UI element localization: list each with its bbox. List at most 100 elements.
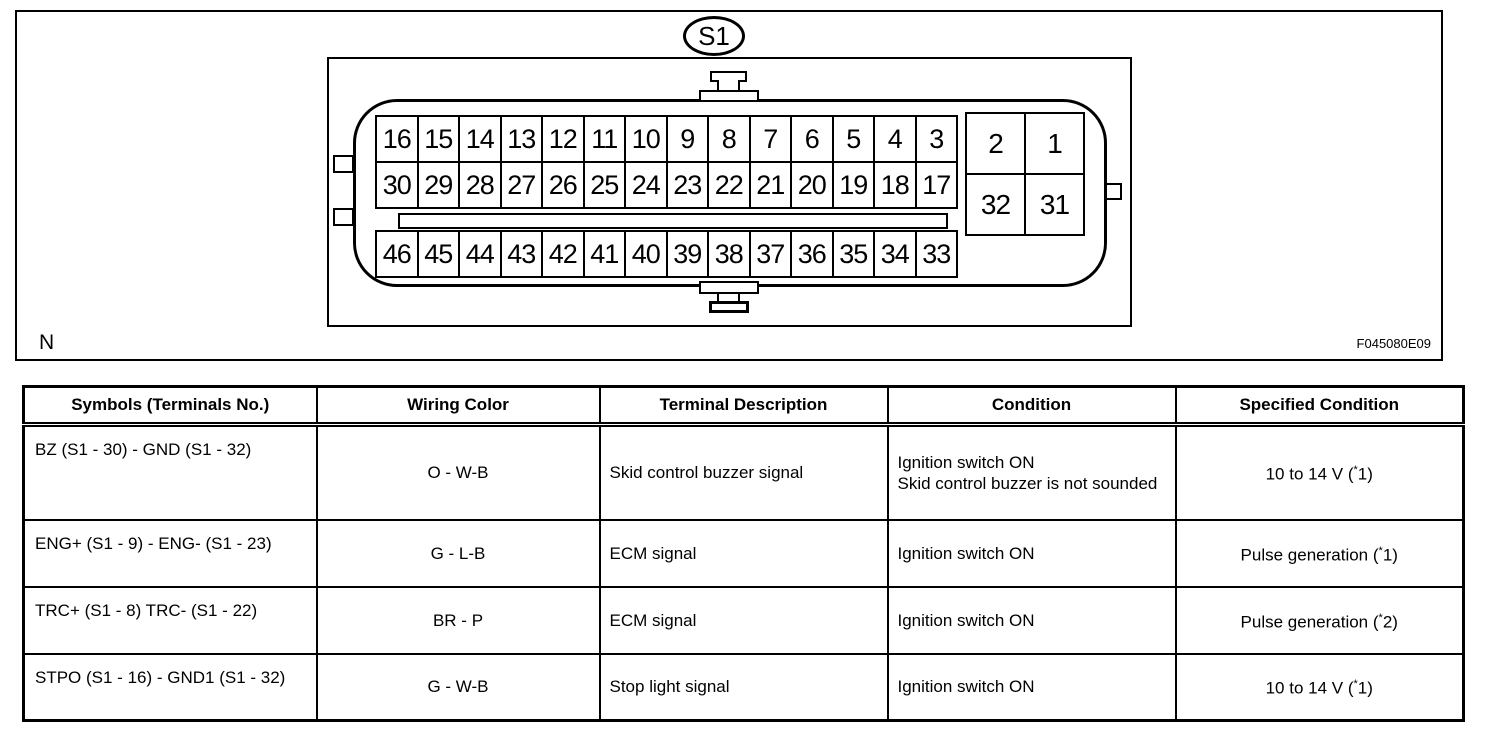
pin-number: 10 (626, 117, 668, 161)
cell-wiring_color: O - W-B (315, 423, 601, 521)
pin-number: 19 (834, 163, 875, 207)
pin-number: 45 (419, 232, 460, 276)
side-tab-left-lower (333, 208, 354, 226)
cell-specified_condition: 10 to 14 V (*1) (1174, 652, 1465, 722)
side-tab-right (1105, 183, 1122, 200)
connector-id-badge: S1 (683, 16, 745, 56)
cell-terminal_description: ECM signal (598, 518, 889, 588)
cell-condition: Ignition switch ON Skid control buzzer i… (886, 423, 1177, 521)
pin-row-aux-bottom: 32 31 (967, 173, 1083, 234)
pin-number: 37 (751, 232, 792, 276)
pin-number: 2 (967, 114, 1026, 173)
cell-specified_condition: Pulse generation (*2) (1174, 585, 1465, 655)
pin-number: 30 (377, 163, 419, 207)
latch-top-stem (717, 80, 740, 92)
cell-terminal_description: Skid control buzzer signal (598, 423, 889, 521)
latch-bottom-bar (709, 301, 749, 313)
pin-number: 17 (922, 170, 951, 200)
pin-number: 35 (834, 232, 875, 276)
column-header: Symbols (Terminals No.) (22, 385, 318, 427)
pin-number: 43 (502, 232, 543, 276)
pin-number: 21 (751, 163, 792, 207)
pin-number: 33 (922, 239, 951, 269)
pin-number: 6 (792, 117, 834, 161)
column-header: Specified Condition (1174, 385, 1465, 427)
cell-wiring_color: G - L-B (315, 518, 601, 588)
cell-specified_condition: Pulse generation (*1) (1174, 518, 1465, 588)
pin-number: 29 (419, 163, 460, 207)
pin-number: 3 (929, 124, 944, 154)
pin-number: 23 (668, 163, 709, 207)
note-label: N (39, 331, 55, 354)
cell-condition: Ignition switch ON (886, 518, 1177, 588)
pin-number: 26 (543, 163, 585, 207)
pin-number: 1 (1047, 128, 1063, 159)
pin-number: 22 (709, 163, 751, 207)
pin-number: 41 (585, 232, 626, 276)
pin-number: 4 (875, 117, 917, 161)
latch-bottom-stem (717, 292, 740, 303)
pin-number: 44 (460, 232, 502, 276)
pin-number: 20 (792, 163, 834, 207)
pin-number: 7 (751, 117, 792, 161)
pin-number: 13 (502, 117, 543, 161)
pin-number: 25 (585, 163, 626, 207)
pin-number: 42 (543, 232, 585, 276)
pin-number: 40 (626, 232, 668, 276)
pin-number: 14 (460, 117, 502, 161)
pin-number: 16 (377, 117, 419, 161)
pin-number: 5 (834, 117, 875, 161)
pin-number: 11 (585, 117, 626, 161)
cell-terminal_description: ECM signal (598, 585, 889, 655)
connector-key-slot (398, 213, 948, 229)
pin-number: 38 (709, 232, 751, 276)
pin-number: 28 (460, 163, 502, 207)
pin-number: 31 (1039, 189, 1070, 220)
pin-number: 15 (419, 117, 460, 161)
cell-condition: Ignition switch ON (886, 652, 1177, 722)
pin-number: 34 (875, 232, 917, 276)
pin-number: 39 (668, 232, 709, 276)
pin-number: 46 (377, 232, 419, 276)
pin-number: 8 (709, 117, 751, 161)
cell-symbols: BZ (S1 - 30) - GND (S1 - 32) (22, 423, 318, 521)
pin-number: 24 (626, 163, 668, 207)
cell-condition: Ignition switch ON (886, 585, 1177, 655)
cell-wiring_color: G - W-B (315, 652, 601, 722)
pin-number: 27 (502, 163, 543, 207)
side-tab-left-upper (333, 155, 354, 173)
column-header: Terminal Description (598, 385, 889, 427)
column-header: Wiring Color (315, 385, 601, 427)
latch-bottom-base (699, 281, 759, 294)
cell-symbols: ENG+ (S1 - 9) - ENG- (S1 - 23) (22, 518, 318, 588)
pin-number: 9 (668, 117, 709, 161)
latch-top-base (699, 90, 759, 102)
pin-number: 18 (875, 163, 917, 207)
figure-code: F045080E09 (1356, 336, 1431, 351)
pin-number: 32 (967, 175, 1026, 234)
cell-specified_condition: 10 to 14 V (*1) (1174, 423, 1465, 521)
column-header: Condition (886, 385, 1177, 427)
cell-terminal_description: Stop light signal (598, 652, 889, 722)
cell-symbols: STPO (S1 - 16) - GND1 (S1 - 32) (22, 652, 318, 722)
cell-wiring_color: BR - P (315, 585, 601, 655)
cell-symbols: TRC+ (S1 - 8) TRC- (S1 - 22) (22, 585, 318, 655)
pin-number: 12 (543, 117, 585, 161)
